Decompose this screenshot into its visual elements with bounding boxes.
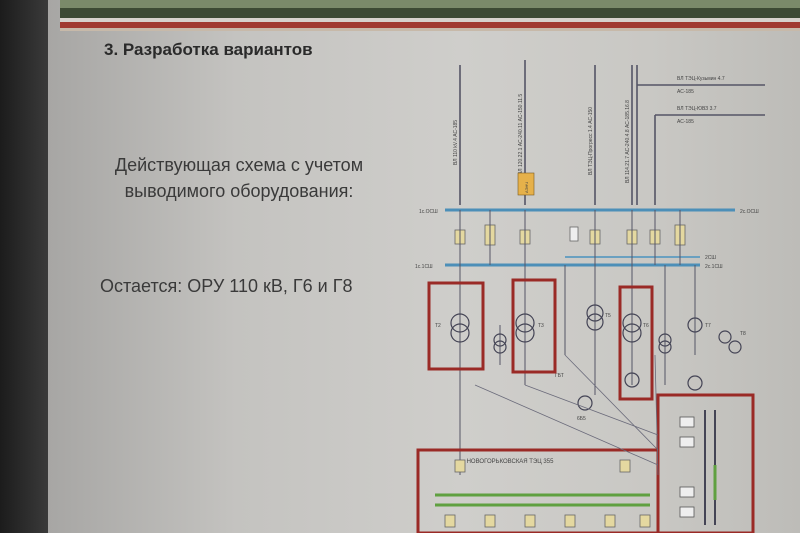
header-stripe-dark (60, 8, 800, 18)
line-label-yuvz: ВЛ ТЭЦ-ЮВЗ 3.7 (677, 106, 717, 112)
feeder-label-1: ВЛ 110 kV.4 АС-185 (453, 120, 459, 165)
feeder-label-4: ВЛ 114.21.7 АС-240.4.8 АС-185.16.8 (625, 100, 631, 183)
right-switchgear (679, 410, 717, 525)
line-wire-yuvz: АС-185 (677, 119, 694, 125)
line-badge (517, 172, 535, 196)
remaining-equipment-text: Остается: ОРУ 110 кВ, Г6 и Г8 (100, 276, 353, 296)
transformer-feeds (459, 265, 696, 475)
projector-edge (0, 0, 48, 533)
line-label-kuzmin: ВЛ ТЭЦ-Кузьмин 4.7 (677, 76, 725, 82)
transformer-t3-label: Т3 (538, 323, 544, 329)
transformer-t6-label: Т6 (643, 323, 649, 329)
single-line-diagram: ВЛ 110 kV.4 АС-185 ВЛ 120.22.1 АС-240.11… (415, 60, 765, 533)
transformer-t8-label: Т8 (740, 331, 746, 337)
transformer-t2-label: Т2 (435, 323, 441, 329)
slide-title: 3. Разработка вариантов (104, 40, 313, 59)
transformer-t7-label: Т7 (705, 323, 711, 329)
bus-2sh-right-label: 2с.1СШ (705, 264, 723, 270)
line-badge-text: АЭНЧ (524, 182, 529, 193)
header-stripe-light (60, 18, 800, 22)
bus-1sh-left-label: 1с.1СШ (415, 264, 433, 270)
bus-osh-left-label: 1с.ОСШ (419, 209, 438, 215)
transformer-t5-label: Т5 (605, 313, 611, 319)
bus-osh-right-label: 2с.ОСШ (740, 209, 759, 215)
feeder-label-2: ВЛ 120.22.1 АС-240.11 АС-150.11.5 (518, 94, 524, 175)
transformer-symbols (450, 304, 742, 411)
header-stripe-top (60, 0, 800, 8)
generator-label-2: ГБТ (555, 373, 564, 379)
feeder-label-3: ВЛ ТЭЦ-Прогресс 1.4 АС-150 (588, 107, 594, 175)
generator-label-1: 6Б5 (577, 416, 586, 422)
header-stripe-red (60, 22, 800, 28)
highlight-boxes (416, 278, 755, 533)
header-stripe-bottom (60, 28, 800, 31)
bus-2sh-label: 2СШ (705, 255, 716, 261)
line-wire-kuzmin: АС-185 (677, 89, 694, 95)
station-breakers (444, 459, 651, 528)
station-name: НОВОГОРЬКОВСКАЯ ТЭЦ 355 (467, 459, 554, 465)
slide-subtitle: Действующая схема с учетом выводимого об… (114, 155, 364, 201)
